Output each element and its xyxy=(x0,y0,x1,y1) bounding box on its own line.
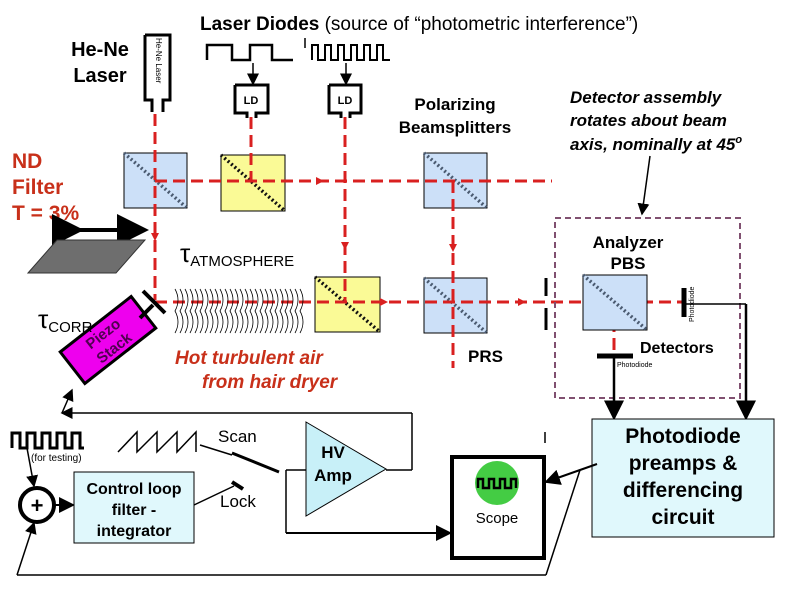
turbulence-arc xyxy=(264,288,269,334)
scope-label: Scope xyxy=(476,510,519,527)
lock-label: Lock xyxy=(220,492,256,511)
diagram-title: Laser Diodes (source of “photometric int… xyxy=(200,14,638,35)
hene-tube-label: He-Ne Laser xyxy=(154,38,163,84)
svg-text:LD: LD xyxy=(338,95,353,107)
test-square-wave-icon xyxy=(10,431,84,450)
piezo-stack: Piezo Stack xyxy=(58,294,158,386)
tau-atmosphere-label: τATMOSPHERE xyxy=(180,238,294,270)
turbulence-arc xyxy=(214,288,219,334)
laser-beams xyxy=(151,114,683,368)
nd-filter xyxy=(26,239,147,274)
turbulence-arc xyxy=(299,288,304,334)
turbulence-arc xyxy=(274,288,279,334)
turbulence-arc xyxy=(249,288,254,334)
for-testing-label: (for testing) xyxy=(31,453,82,464)
turbulence-arc xyxy=(229,288,234,334)
sawtooth-wave-icon xyxy=(117,430,197,454)
turbulence-arc xyxy=(239,288,244,334)
turbulence-arc xyxy=(194,288,199,334)
turbulence-arc xyxy=(224,288,229,334)
hene-laser-tube xyxy=(143,33,172,112)
laser-diode-1: LD xyxy=(233,83,270,118)
photodiode-bottom-label: Photodiode xyxy=(617,362,653,369)
turbulence-arc xyxy=(279,288,284,334)
prs-label: PRS xyxy=(468,347,503,366)
turbulence-arc xyxy=(209,288,214,334)
turbulence-arc xyxy=(284,288,289,334)
photodiode-preamp-box xyxy=(591,418,775,538)
control-loop-box xyxy=(73,471,195,544)
hv-amp xyxy=(305,421,387,517)
piezo-mirror xyxy=(141,289,167,315)
scan-lock-switch[interactable] xyxy=(231,451,280,474)
lock-contact xyxy=(230,480,245,491)
plus-icon: + xyxy=(31,493,44,518)
turbulence-arc xyxy=(184,288,189,334)
turbulence-arc xyxy=(204,288,209,334)
turbulence-arc xyxy=(289,288,294,334)
turbulence-arc xyxy=(179,288,184,334)
svg-text:LD: LD xyxy=(244,95,259,107)
slow-square-wave-icon xyxy=(205,43,293,62)
turbulence-arc xyxy=(174,288,179,334)
tau-corr-label: τCORR xyxy=(38,304,93,336)
turbulence-waves-icon xyxy=(174,288,304,334)
laser-diode-2: LD xyxy=(327,83,363,118)
turbulence-arc xyxy=(294,288,299,334)
turbulence-arc xyxy=(254,288,259,334)
detectors-label: Detectors xyxy=(640,340,714,357)
turbulence-arc xyxy=(244,288,249,334)
turbulence-arc xyxy=(259,288,264,334)
turbulence-arc xyxy=(269,288,274,334)
turbulence-arc xyxy=(189,288,194,334)
scan-label: Scan xyxy=(218,427,257,446)
scope-waveform-icon xyxy=(475,461,519,505)
detector-assembly-box xyxy=(554,217,741,399)
fast-square-wave-icon xyxy=(311,44,390,61)
summing-junction xyxy=(18,486,56,524)
turbulence-arc xyxy=(234,288,239,334)
turbulence-arc xyxy=(199,288,204,334)
turbulence-arc xyxy=(219,288,224,334)
